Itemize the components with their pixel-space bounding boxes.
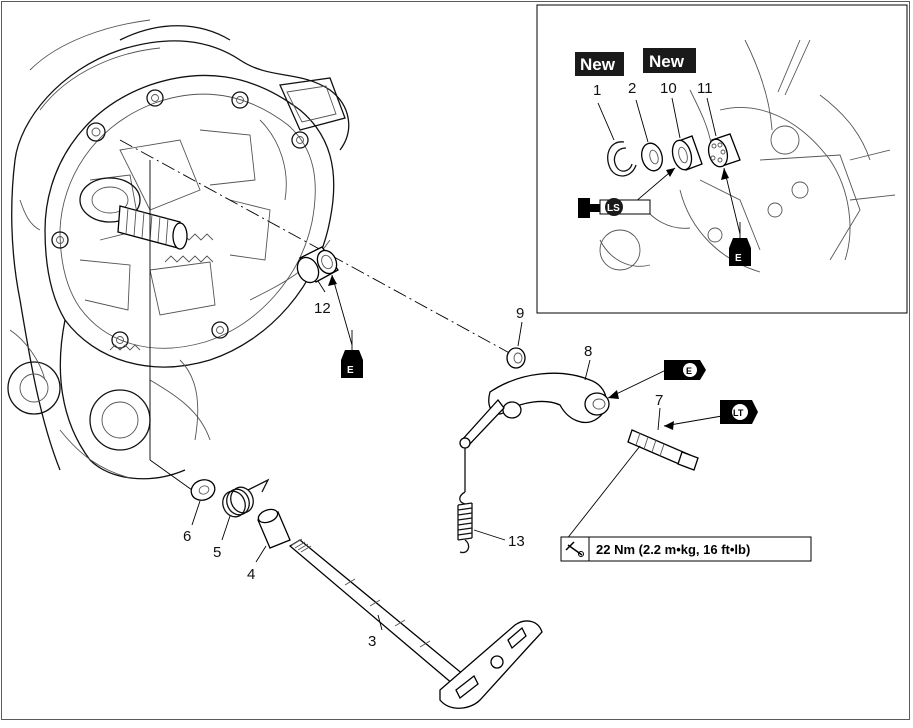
part-3-kick-shaft [288,538,543,709]
new-badge-2-text: New [649,52,685,71]
label-part-13: 13 [508,533,525,550]
label-part-5: 5 [213,544,221,561]
label-part-1: 1 [593,82,601,99]
new-badge-2: New [643,48,696,73]
engine-oil-letter-8: E [686,366,692,376]
locking-agent-symbol: LT [663,400,758,430]
part-7-bolt [627,407,699,471]
part-6-washer [190,479,216,526]
part-8-lever [459,359,610,449]
torque-spec-text: 22 Nm (2.2 m•kg, 16 ft•lb) [596,542,750,557]
label-part-11: 11 [697,80,713,97]
part-13-spring [457,448,506,554]
engine-oil-symbol-12: E [328,274,363,378]
lithium-grease-symbol: LS [578,167,676,218]
label-part-3: 3 [368,633,376,650]
part-1-circlip [597,102,637,177]
label-part-10: 10 [660,80,677,97]
part-4-bushing [255,508,291,563]
alignment-lines [119,139,516,491]
label-part-12: 12 [314,300,331,317]
part-11-bearing [706,97,741,168]
new-badge-1-text: New [580,55,616,74]
torque-spec-box: 22 Nm (2.2 m•kg, 16 ft•lb) [560,536,812,562]
part-12-bearing [296,246,339,293]
new-badge-1: New [575,52,624,76]
torque-leader-line [565,445,641,541]
part-9-washer [506,321,526,369]
engine-oil-symbol-8: E [607,360,706,399]
part-2-washer [635,99,663,172]
part-5-torsion-spring [221,478,270,541]
crankcase-illustration [7,19,350,480]
engine-oil-letter-11: E [735,253,742,264]
label-part-2: 2 [628,80,636,97]
label-part-6: 6 [183,528,191,545]
locking-agent-letters: LT [733,408,744,418]
torque-wrench-icon [565,541,584,557]
lithium-grease-letters: LS [607,203,620,214]
label-part-9: 9 [516,305,524,322]
engine-oil-letter-12: E [347,365,354,376]
label-part-7: 7 [655,392,663,409]
engine-oil-symbol-11: E [721,167,751,266]
part-10-oil-seal [671,97,703,171]
label-part-8: 8 [584,343,592,360]
label-part-4: 4 [247,566,255,583]
